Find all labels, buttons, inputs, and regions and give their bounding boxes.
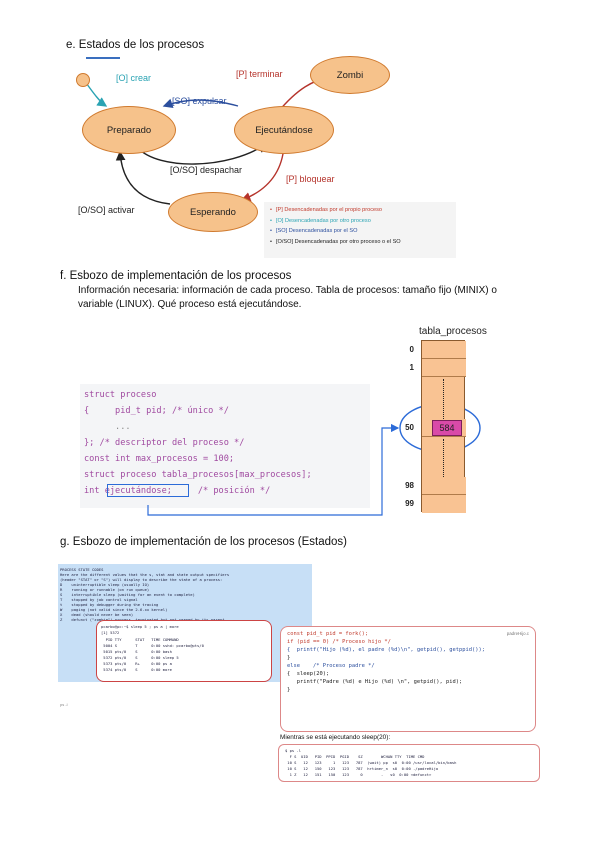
terminal-line: S interruptible sleep (waiting for an ev… [60,592,195,597]
fork-code-line: { sleep(20); [287,671,330,677]
code-line: struct proceso [84,390,157,400]
legend-item-so-text: [SO] Desencadenadas por el SO [275,228,358,234]
legend-item-p: •[P] Desencadenadas por el propio proces… [270,205,450,216]
legend-item-oso: •[O/SO] Desencadenadas por otro proceso … [270,237,450,248]
state-ejecutandose: Ejecutándose [234,106,334,154]
table-cell-highlight: 584 [432,420,462,436]
terminal-line: t stopped by debugger during the tracing [60,602,159,607]
code-line: int ejecutándose; /* posición */ [84,486,271,496]
state-preparado: Preparado [82,106,176,154]
fork-code-line: printf("Padre (%d) e Hijo (%d) \n", getp… [287,679,463,685]
terminal-line: Here are the different values that the s… [60,572,230,577]
code-line: }; /* descriptor del proceso */ [84,438,245,448]
fork-code-line: } [287,655,291,661]
ps-line: [1] 5372 [101,630,120,635]
state-ejecutandose-label: Ejecutándose [255,124,313,136]
ps-l-line: F S UID PID PPID PGID SZ WCHAN TTY TIME … [285,754,425,759]
code-line: struct proceso tabla_procesos[max_proces… [84,470,312,480]
label-crear: [O] crear [116,73,152,83]
fork-code-line: if (pid == 0) /* Proceso hijo */ [287,639,391,645]
table-ellipsis [443,379,444,419]
code-line: const int max_procesos = 100; [84,454,235,464]
state-esperando-label: Esperando [190,206,236,218]
terminal-line: T stopped by job control signal [60,597,138,602]
ps-l-line: 10 S 12 123 1 123 787 (wait) pp s0 0:00 … [285,760,457,765]
ps-l-output-box: $ ps -l F S UID PID PPID PGID SZ WCHAN T… [278,744,540,782]
highlight-ejecutandose [107,484,189,497]
ps-output-box: pcarbo@pc:~$ sleep 5 ; ps a | more [1] 5… [96,620,272,682]
ps-line: 5372 pts/0 S 0:00 sleep 5 [101,655,179,660]
label-despachar: [O/SO] despachar [170,165,243,175]
fork-code-line: const pid_t pid = fork(); [287,631,369,637]
legend: •[P] Desencadenadas por el propio proces… [264,202,456,258]
bullet-icon: • [270,217,272,224]
table-cell-value: 584 [439,423,455,433]
label-terminar: [P] terminar [236,69,283,79]
state-diagram: Preparado Ejecutándose Zombi Esperando [… [76,54,566,259]
table-index: 98 [405,481,414,490]
code-line: { pid_t pid; /* único */ [84,406,229,416]
table-cell [422,359,466,377]
legend-item-o-text: [O] Desencadenadas por otro proceso [275,217,371,224]
legend-item-oso-text: [O/SO] Desencadenadas por otro proceso o… [275,238,401,245]
ps-line: 5374 pts/0 S 0:00 more [101,667,172,672]
fork-code-line: } [287,687,291,693]
bullet-icon: • [270,228,272,234]
fork-code-line: { printf("Hijo (%d), el padre (%d)\n", g… [287,647,485,653]
bullet-icon: • [270,238,272,245]
state-zombi: Zombi [310,56,390,94]
fork-code-box: padreHijo.c const pid_t pid = fork(); if… [280,626,536,732]
heading-esbozo: f. Esbozo de implementación de los proce… [60,270,292,282]
state-preparado-label: Preparado [106,124,152,136]
heading-estados-implementacion: g. Esbozo de implementación de los proce… [60,536,348,548]
ps-line: 5373 pts/0 R+ 0:00 ps a [101,661,172,666]
ps-l-line: $ ps -l [285,748,302,753]
initial-state-circle [76,73,90,87]
process-table: 584 [421,340,466,513]
table-cell [422,477,466,495]
paragraph-informacion: Información necesaria: información de ca… [78,285,497,310]
table-cell [422,341,466,359]
table-cell [422,495,466,513]
ps-l-line: 10 S 12 150 123 123 787 hrtimer_n s0 0:0… [285,766,439,771]
table-index: 0 [409,345,414,354]
ps-line: 5004 S T 0:00 sshd: pcarbo@pts/0 [101,643,204,648]
ps-l-line: 1 Z 12 151 150 123 0 - s0 0:00 <defunct> [285,772,432,777]
code-struct-proceso: struct proceso { pid_t pid; /* único */ … [80,384,370,508]
legend-item-p-text: [P] Desencadenadas por el propio proceso [275,207,383,213]
terminal-line: R running or runnable (on run queue) [60,587,150,592]
legend-item-o: •[O] Desencadenadas por otro proceso [270,216,450,227]
table-index: 50 [405,423,414,432]
label-expulsar: [SO] expulsar [172,96,227,106]
table-ellipsis [443,439,444,477]
fork-file-tag: padreHijo.c [506,631,529,636]
bullet-icon: • [270,207,272,213]
terminal-line: X dead (should never be seen) [60,612,134,617]
table-index: 1 [409,363,414,372]
state-esperando: Esperando [168,192,258,232]
table-index: 99 [405,499,414,508]
caption-sleep: Mientras se está ejecutando sleep(20): [280,734,391,741]
pointer-arrow [147,403,481,516]
terminal-line: Z defunct ("zombie") process, terminated… [60,617,225,622]
ps-line: pcarbo@pc:~$ sleep 5 ; ps a | more [101,624,179,629]
code-line: ... [84,422,131,432]
fork-code-line: else /* Proceso padre */ [287,663,375,669]
terminal-line: PROCESS STATE CODES [60,567,104,572]
heading-estados: e. Estados de los procesos [66,39,205,51]
terminal-line: (header "STAT" or "S") will display to d… [60,577,223,582]
terminal-line: W paging (not valid since the 2.6.xx ker… [60,607,168,612]
state-zombi-label: Zombi [336,69,364,81]
label-activar: [O/SO] activar [78,205,135,215]
terminal-footer: ps -l [60,702,68,707]
terminal-line: D uninterruptible sleep (usually IO) [60,582,150,587]
legend-item-so: •[SO] Desencadenadas por el SO [270,226,450,237]
ps-line: PID TTY STAT TIME COMMAND [101,637,179,642]
table-title: tabla_procesos [419,326,487,337]
label-bloquear: [P] bloquear [286,174,335,184]
ps-line: 5015 pts/0 S 0:00 bash [101,649,172,654]
